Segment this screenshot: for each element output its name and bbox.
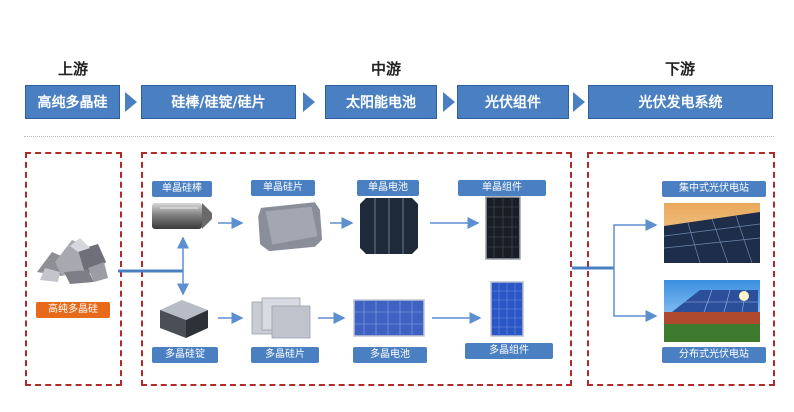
polysilicon-chunks-image (37, 238, 108, 284)
poly-wafer-image (251, 297, 311, 339)
flow-box-cell: 太阳能电池 (325, 85, 437, 119)
tag-mono-cell: 单晶电池 (357, 180, 419, 196)
poly-module-image (490, 281, 524, 337)
poly-cell-image (353, 299, 425, 337)
tag-distributed-station: 分布式光伏电站 (662, 347, 766, 363)
tag-mono-wafer: 单晶硅片 (251, 180, 315, 196)
upstream-group (25, 152, 122, 386)
flow-arrow-3 (443, 92, 455, 112)
flow-box-system: 光伏发电系统 (588, 85, 773, 119)
stage-label-upstream: 上游 (57, 60, 88, 78)
flow-arrow-1 (125, 92, 137, 112)
mono-module-image (485, 196, 521, 260)
flow-box-polysilicon: 高纯多晶硅 (25, 85, 120, 119)
tag-mono-rod: 单晶硅棒 (152, 181, 212, 197)
flow-arrow-2 (303, 92, 315, 112)
distributed-station-image (664, 280, 760, 342)
stage-label-midstream: 中游 (370, 60, 401, 78)
stage-label-downstream: 下游 (664, 60, 695, 78)
tag-poly-module: 多晶组件 (465, 343, 553, 359)
flow-arrow-4 (573, 92, 585, 112)
flow-box-wafer: 硅棒/硅锭/硅片 (141, 85, 296, 119)
mono-wafer-image (258, 202, 323, 252)
midstream-group (141, 152, 572, 386)
tag-poly-wafer: 多晶硅片 (251, 347, 319, 363)
poly-ingot-image (160, 300, 208, 338)
mono-rod-image (152, 203, 212, 229)
tag-poly-ingot: 多晶硅锭 (152, 347, 218, 363)
separator-line (24, 136, 774, 137)
centralized-station-image (663, 203, 761, 264)
tag-polysilicon: 高纯多晶硅 (36, 302, 110, 318)
tag-mono-module: 单晶组件 (458, 180, 546, 196)
mono-cell-image (360, 198, 418, 254)
tag-centralized-station: 集中式光伏电站 (662, 181, 766, 197)
flow-box-module: 光伏组件 (457, 85, 569, 119)
tag-poly-cell: 多晶电池 (353, 347, 427, 363)
